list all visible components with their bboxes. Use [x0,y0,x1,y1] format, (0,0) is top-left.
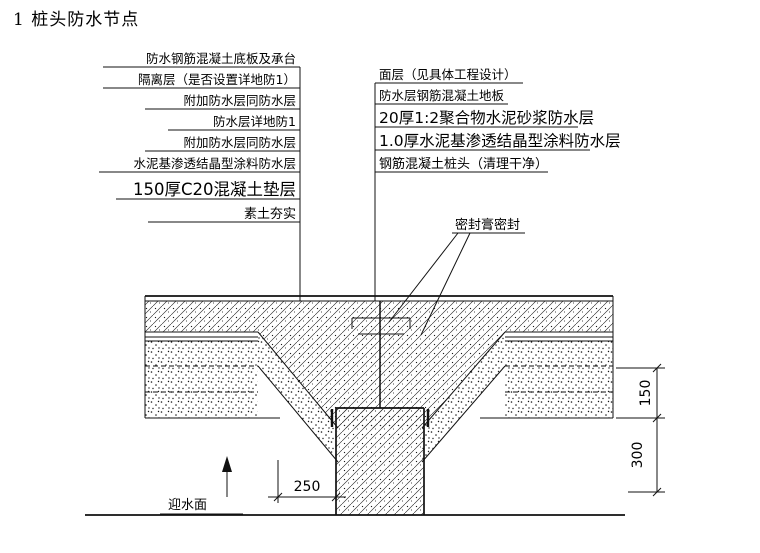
callout-isolation-layer: 隔离层（是否设置详地防1） [138,72,296,87]
pile-hatch [336,408,424,515]
left-slope-stipple [258,332,338,462]
callout-additional-waterproof-1: 附加防水层同防水层 [183,93,296,108]
right-cushion-stipple [505,341,613,418]
sealant-leader-right [420,232,471,336]
water-face-arrow-head [222,456,232,472]
callout-additional-waterproof-2: 附加防水层同防水层 [183,135,296,150]
left-cushion-stipple [145,341,258,418]
section-drawing [85,295,625,516]
callout-c20-cushion: 150厚C20混凝土垫层 [133,180,296,199]
callout-waterproof-rc-floor: 防水层钢筋混凝土地板 [379,88,505,103]
callout-waterproof-rc-slab: 防水钢筋混凝土底板及承台 [146,51,296,66]
basin-slope-left [257,331,339,429]
dim250-value: 250 [294,479,321,495]
sealant-leader-left [388,232,459,323]
dim250-tick-left [273,492,283,502]
slab-hatch [145,301,613,332]
dim150-tick-top [652,363,662,373]
dim150-value: 150 [638,380,654,407]
callouts-right: 面层（见具体工程设计） 防水层钢筋混凝土地板 20厚1:2聚合物水泥砂浆防水层 … [374,67,621,336]
dimensions: 250 150 300 [268,363,665,503]
callout-waterproof-layer-ref: 防水层详地防1 [213,114,296,129]
basin-slope-right [421,331,506,429]
right-slope-stipple [422,332,505,462]
water-face-note: 迎水面 [160,456,243,515]
callout-compacted-soil: 素土夯实 [244,207,296,222]
dim300-tick-bottom [652,487,662,497]
dim250-tick-right [331,492,341,502]
callout-polymer-mortar: 20厚1:2聚合物水泥砂浆防水层 [379,109,594,127]
callout-sealant: 密封膏密封 [455,217,520,233]
page-title: 1 桩头防水节点 [13,10,140,30]
dim150-tick-bottom [652,413,662,423]
water-face-label: 迎水面 [168,498,207,513]
callout-crystalline-coating: 水泥基渗透结晶型涂料防水层 [133,156,296,171]
basin-hatch [258,332,505,428]
callout-pile-head-clean: 钢筋混凝土桩头（清理干净） [379,156,548,172]
dim300-value: 300 [630,442,646,469]
callout-finish-layer: 面层（见具体工程设计） [379,67,517,82]
basin-slope-left-outer [257,365,339,463]
callouts-left: 防水钢筋混凝土底板及承台 隔离层（是否设置详地防1） 附加防水层同防水层 防水层… [99,51,301,301]
basin-slope-right-outer [421,365,506,463]
callout-crystalline-coating-right: 1.0厚水泥基渗透结晶型涂料防水层 [379,132,621,150]
